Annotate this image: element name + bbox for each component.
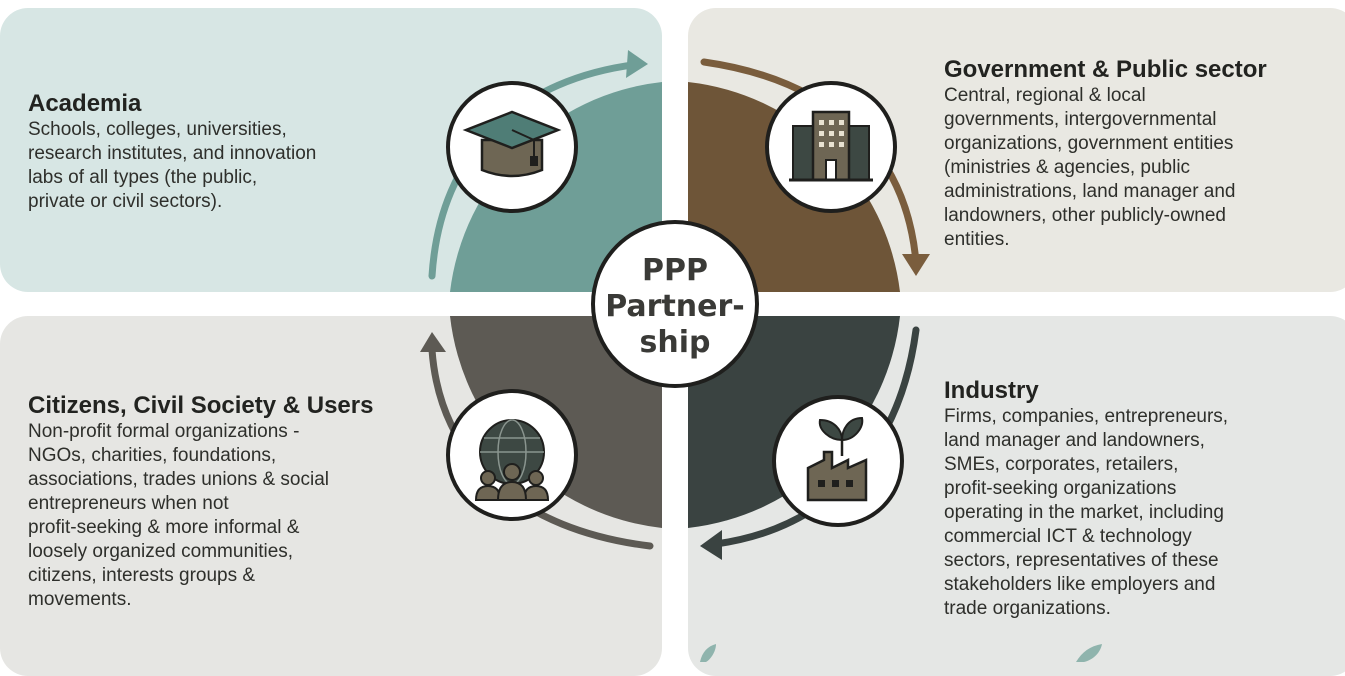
government-text: Government & Public sector Central, regi…	[944, 56, 1344, 252]
industry-text: Industry Firms, companies, entrepreneurs…	[944, 377, 1344, 621]
academia-text: Academia Schools, colleges, universities…	[28, 90, 428, 214]
graduation-cap-icon	[446, 81, 578, 213]
government-arrowhead	[902, 254, 930, 276]
industry-description: Firms, companies, entrepreneurs, land ma…	[944, 406, 1229, 619]
citizens-description: Non-profit formal organizations - NGOs, …	[28, 421, 329, 610]
government-building-icon	[765, 81, 897, 213]
government-title: Government & Public sector	[944, 56, 1267, 83]
industry-arrowhead	[700, 530, 722, 560]
center-ppp-partnership: PPP Partner- ship	[591, 220, 759, 388]
citizens-arrowhead	[420, 332, 446, 352]
factory-plant-icon	[772, 395, 904, 527]
center-line-3: ship	[640, 325, 711, 360]
citizens-text: Citizens, Civil Society & Users Non-prof…	[28, 392, 448, 612]
industry-title: Industry	[944, 377, 1039, 404]
globe-people-icon	[446, 389, 578, 521]
decorative-leaf-icon	[700, 644, 1102, 662]
center-line-2: Partner-	[605, 289, 745, 324]
academia-title: Academia	[28, 90, 142, 117]
academia-arrowhead	[626, 50, 648, 78]
academia-description: Schools, colleges, universities, researc…	[28, 119, 317, 212]
center-line-1: PPP	[642, 253, 708, 288]
citizens-title: Citizens, Civil Society & Users	[28, 392, 374, 419]
government-description: Central, regional & local governments, i…	[944, 85, 1236, 250]
partnership-diagram: PPP Partner- ship	[420, 50, 1102, 662]
